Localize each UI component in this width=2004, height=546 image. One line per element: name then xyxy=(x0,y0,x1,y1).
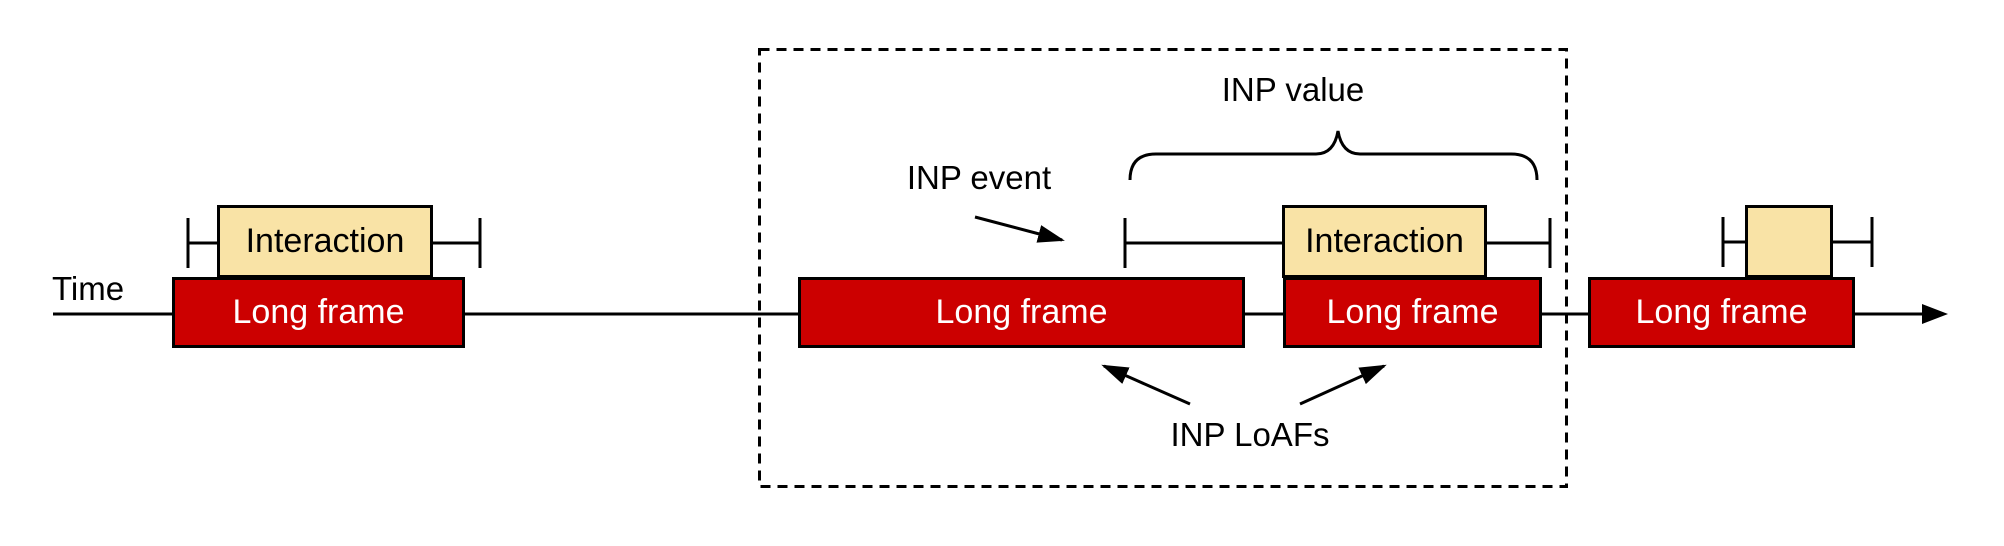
inp-region-dashed-box xyxy=(758,48,1568,488)
inp-value-brace-icon xyxy=(1128,130,1539,181)
inp-event-arrow-icon xyxy=(974,215,1065,243)
inp-value-label: INP value xyxy=(1221,71,1365,108)
inp-loafs-label: INP LoAFs xyxy=(1170,416,1330,453)
long-frame-2-label: Long frame xyxy=(935,293,1108,331)
interaction-1-label: Interaction xyxy=(245,222,405,260)
long-frame-box-4: Long frame xyxy=(1588,277,1855,348)
long-frame-box-3: Long frame xyxy=(1283,277,1542,348)
long-frame-box-1: Long frame xyxy=(172,277,465,348)
long-frame-1-label: Long frame xyxy=(232,293,405,331)
interaction-box-2: Interaction xyxy=(1282,205,1487,278)
time-axis-arrowhead-icon xyxy=(1922,304,1948,324)
inp-loafs-right-arrow-icon xyxy=(1299,364,1387,406)
interaction-box-1: Interaction xyxy=(217,205,433,278)
interaction-2-label: Interaction xyxy=(1305,222,1464,260)
long-frame-3-label: Long frame xyxy=(1326,293,1499,331)
long-frame-4-label: Long frame xyxy=(1635,293,1808,331)
time-axis-label: Time xyxy=(52,270,125,307)
inp-loafs-left-arrow-icon xyxy=(1101,364,1191,406)
interaction-box-3 xyxy=(1745,205,1833,278)
long-frame-box-2: Long frame xyxy=(798,277,1245,348)
inp-event-label: INP event xyxy=(906,159,1052,196)
